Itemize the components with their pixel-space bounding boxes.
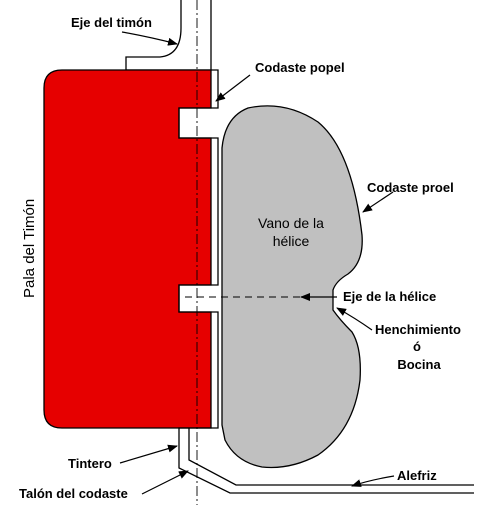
label-eje-helice: Eje de la hélice [343,289,436,304]
label-bocina: Bocina [397,357,441,372]
rudder-stock [125,0,212,71]
label-codaste-proel: Codaste proel [367,180,454,195]
label-vano-helice-line2: hélice [273,233,310,249]
label-talon-codaste: Talón del codaste [19,486,128,501]
label-tintero: Tintero [68,456,112,471]
arrow-talon-codaste [141,470,189,495]
propeller-aperture [221,105,363,469]
arrow-codaste-proel [362,191,394,213]
arrow-eje-timon [121,31,178,46]
label-henchimiento: Henchimiento [375,322,461,337]
label-codaste-popel: Codaste popel [255,60,345,75]
arrow-tintero [119,444,178,464]
sternpost-aft [178,69,474,494]
label-eje-timon: Eje del timón [71,15,152,30]
arrow-henchimiento [336,307,373,331]
arrow-codaste-popel [215,74,251,102]
label-henchimiento-o: ó [413,339,421,354]
label-pala-timon: Pala del Timón [21,199,38,298]
arrow-alefriz [351,475,395,487]
rudder-blade [43,69,212,429]
label-vano-helice-line1: Vano de la [258,215,324,231]
label-alefriz: Alefriz [397,468,437,483]
